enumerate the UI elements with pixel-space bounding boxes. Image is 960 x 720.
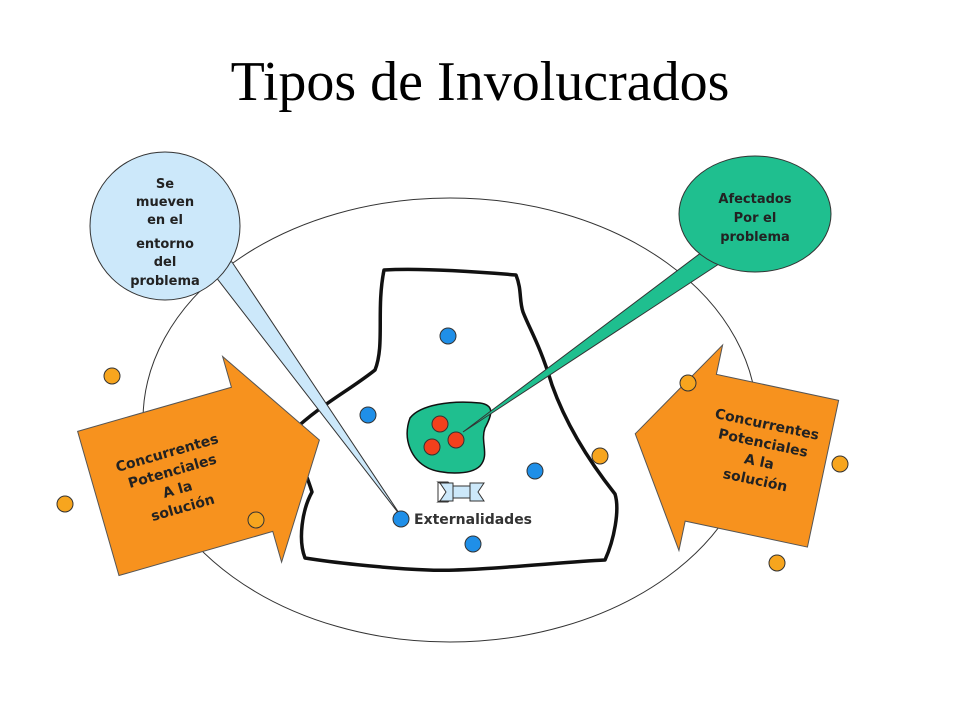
blue-actors (359, 327, 544, 553)
bubble-right-text: Afectados Por el problema (718, 192, 791, 245)
bubble-left-line: entorno (136, 237, 194, 252)
bubble-left (89, 151, 241, 301)
blue-actor-dot (526, 462, 544, 480)
blue-actor-dot (439, 327, 457, 345)
orange-actor-dot (247, 511, 265, 529)
orange-actor-dot (56, 495, 74, 513)
bubble-right (678, 155, 832, 273)
orange-actor-dot (103, 367, 121, 385)
red-actor-dot (447, 431, 465, 449)
bubble-left-text: Se mueven en el entorno del problema (130, 177, 200, 289)
red-actors (423, 415, 465, 456)
arrow-left-line: A la (161, 478, 194, 502)
blue-actor-dot (464, 535, 482, 553)
arrow-left: Concurrentes Potenciales A la solución (77, 354, 320, 577)
bubble-right-line: problema (720, 230, 790, 245)
red-actor-dot (423, 438, 441, 456)
blue-actor-dot (359, 406, 377, 424)
externalities-arrow-tail (439, 482, 454, 502)
blue-actor-dot (392, 510, 410, 528)
orange-actor-dot (831, 455, 849, 473)
externalities-label: Externalidades (414, 512, 532, 528)
orange-actor-dot (768, 554, 786, 572)
arrow-right-shape (634, 343, 840, 553)
bubble-right-line: Por el (734, 211, 777, 226)
bubble-left-line: problema (130, 274, 200, 289)
bubble-left-line: en el (147, 213, 183, 228)
externalities-arrow-body (451, 485, 472, 499)
red-actor-dot (431, 415, 449, 433)
orange-actor-dot (591, 447, 609, 465)
bubble-left-line: mueven (136, 195, 194, 210)
bubble-left-line: del (154, 255, 177, 270)
arrow-right: Concurrentes Potenciales A la solución (634, 343, 840, 553)
orange-actors (56, 367, 849, 572)
bubble-left-line: Se (156, 177, 174, 192)
bubble-right-line: Afectados (718, 192, 791, 207)
page-title: Tipos de Involucrados (231, 51, 730, 113)
arrow-right-line: A la (743, 451, 776, 473)
orange-actor-dot (679, 374, 697, 392)
externalities-arrow-head (469, 482, 485, 502)
